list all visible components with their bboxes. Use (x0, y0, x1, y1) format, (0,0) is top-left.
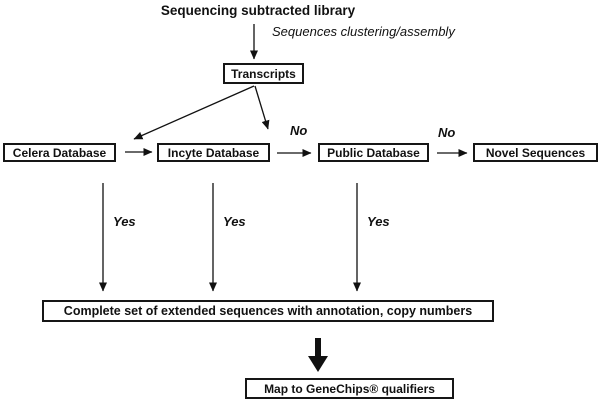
diagram-title: Sequencing subtracted library (160, 3, 356, 18)
celera-database-box: Celera Database (3, 143, 116, 162)
yes-label-incyte: Yes (223, 214, 246, 229)
complete-set-box: Complete set of extended sequences with … (42, 300, 494, 322)
yes-label-celera: Yes (113, 214, 136, 229)
thick-arrow-complete-to-genechips (308, 338, 328, 372)
novel-sequences-box: Novel Sequences (473, 143, 598, 162)
yes-label-public: Yes (367, 214, 390, 229)
no-label-to-novel: No (438, 125, 456, 140)
transcripts-box: Transcripts (223, 63, 304, 84)
clustering-assembly-label: Sequences clustering/assembly (272, 24, 455, 39)
incyte-database-box: Incyte Database (157, 143, 270, 162)
map-genechips-box: Map to GeneChips® qualifiers (245, 378, 454, 399)
public-database-box: Public Database (318, 143, 429, 162)
arrow-transcripts-to-celera-row (133, 85, 255, 140)
no-label-to-public: No (290, 123, 308, 138)
arrow-transcripts-to-incyte-corner (254, 85, 270, 130)
